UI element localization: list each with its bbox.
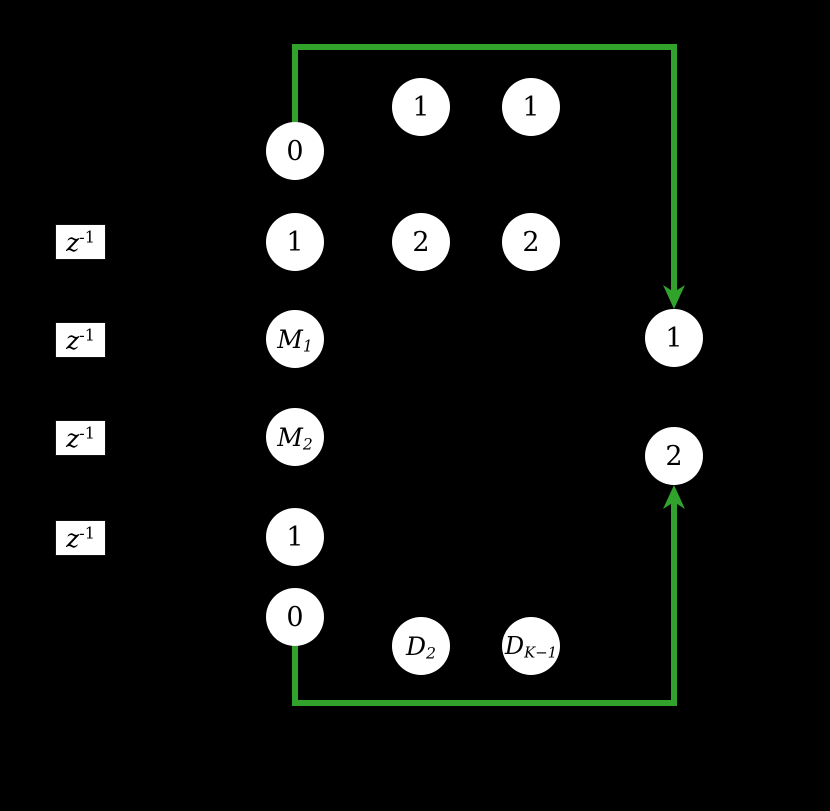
node-left-0-label: 0 [286,135,304,167]
delay-2: z-1 [55,322,106,358]
wire-feedback-bottom [292,494,677,706]
node-right-1-label: 1 [665,322,683,354]
delay-4: z-1 [55,520,106,556]
node-left-M2: M2 [266,408,324,466]
arrowhead-feedback-top [663,285,685,309]
node-mid-a-D2-label: D2 [406,631,436,662]
node-mid-a-2-label: 2 [412,226,430,258]
arrowhead-feedback-bottom [663,485,685,509]
delay-1-label: z-1 [66,227,95,257]
node-left-1b: 1 [266,508,324,566]
wire-feedback-top [292,44,677,300]
delay-1: z-1 [55,224,106,260]
node-left-1b-label: 1 [286,521,304,553]
delay-3-label: z-1 [66,423,95,453]
node-right-2-label: 2 [665,440,683,472]
node-mid-b-1-label: 1 [522,91,540,123]
node-left-0b-label: 0 [286,601,304,633]
node-mid-a-1-label: 1 [412,91,430,123]
delay-4-label: z-1 [66,523,95,553]
node-left-0: 0 [266,122,324,180]
node-left-1: 1 [266,213,324,271]
node-mid-b-2-label: 2 [522,226,540,258]
node-right-2: 2 [645,427,703,485]
node-left-1-label: 1 [286,226,304,258]
node-mid-a-D2: D2 [392,617,450,675]
node-mid-b-1: 1 [502,78,560,136]
node-left-M1: M1 [266,310,324,368]
node-left-0b: 0 [266,588,324,646]
node-left-M2-label: M2 [277,422,313,453]
node-mid-b-2: 2 [502,213,560,271]
node-right-1: 1 [645,309,703,367]
node-mid-b-DK1: DK−1 [502,617,560,675]
node-mid-a-1: 1 [392,78,450,136]
node-mid-a-2: 2 [392,213,450,271]
delay-3: z-1 [55,420,106,456]
node-mid-b-DK1-label: DK−1 [504,632,558,662]
delay-2-label: z-1 [66,325,95,355]
node-left-M1-label: M1 [277,324,313,355]
